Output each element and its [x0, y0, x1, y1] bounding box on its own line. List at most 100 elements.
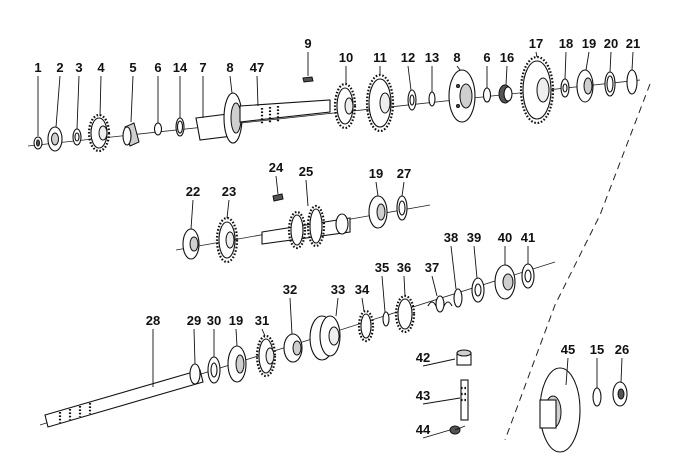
callout-44: 44 [416, 422, 431, 437]
part-22-bearing [182, 228, 200, 260]
callout-23: 23 [222, 184, 236, 199]
leader-line-37 [431, 275, 438, 297]
callout-42: 42 [416, 350, 430, 365]
callout-33: 33 [331, 282, 345, 297]
leader-line-31 [261, 328, 266, 337]
leader-line-8a [229, 75, 233, 94]
leader-line-3 [76, 75, 80, 130]
part-17-gear [519, 55, 555, 125]
callout-45: 45 [561, 342, 575, 357]
part-28-shaft [44, 369, 204, 428]
callout-2: 2 [56, 60, 63, 75]
callout-4: 4 [97, 60, 105, 75]
part-38-washer [453, 288, 463, 308]
part-24-key [272, 193, 284, 202]
part-6-ring [153, 122, 163, 136]
part-37-spring [427, 295, 453, 313]
part-23-gear [215, 216, 239, 264]
part-29-washer [189, 363, 201, 385]
part-33-synchro-sleeve [309, 315, 341, 361]
leader-line-44 [422, 429, 451, 439]
part-25-cluster-gear [261, 204, 351, 250]
callout-19a: 19 [582, 36, 596, 51]
callout-6b: 6 [483, 50, 490, 65]
part-7-8-47-mainshaft [195, 92, 331, 144]
part-34-hub [357, 309, 375, 343]
part-13-ring [428, 91, 436, 107]
part-26-nut [612, 381, 628, 407]
callout-32: 32 [283, 282, 297, 297]
callout-27: 27 [397, 166, 411, 181]
leader-line-25 [305, 179, 309, 207]
leader-line-42 [422, 358, 456, 367]
leader-line-27 [401, 181, 405, 197]
part-14-circlip [175, 117, 185, 137]
callout-3: 3 [75, 60, 82, 75]
leader-line-20 [609, 51, 612, 73]
part-39-ring [471, 277, 485, 303]
part-5-sleeve [122, 122, 140, 147]
leader-line-21 [631, 51, 634, 71]
callout-47: 47 [250, 60, 264, 75]
callout-38: 38 [444, 230, 458, 245]
callout-11: 11 [373, 50, 387, 65]
callout-24: 24 [269, 160, 284, 175]
part-27-washer [396, 195, 408, 221]
leader-line-16 [505, 65, 508, 86]
part-1-nut [33, 136, 43, 150]
part-2-bearing [47, 126, 63, 152]
part-41-washer [521, 263, 535, 289]
leader-line-18 [564, 51, 567, 80]
callout-7: 7 [199, 60, 206, 75]
output-shaft-assembly [44, 263, 535, 428]
leader-line-19b [375, 181, 379, 197]
callout-31: 31 [255, 313, 269, 328]
part-44-screw [449, 425, 466, 435]
callout-14: 14 [173, 60, 188, 75]
callout-25: 25 [299, 164, 313, 179]
leader-line-24 [275, 175, 279, 195]
part-40-bearing [494, 264, 516, 300]
leader-line-17 [535, 51, 538, 58]
callout-41: 41 [521, 230, 535, 245]
part-19-bearing-b [368, 195, 388, 229]
leader-line-23 [226, 199, 230, 219]
part-19-bearing-a [576, 69, 594, 103]
callout-26: 26 [615, 342, 629, 357]
callout-16: 16 [500, 50, 514, 65]
leader-line-4 [99, 75, 102, 117]
callout-35: 35 [375, 260, 389, 275]
part-11-gear [365, 73, 395, 133]
part-30-ring [207, 356, 221, 384]
callout-20: 20 [604, 36, 618, 51]
speedometer-drive [449, 349, 472, 435]
leader-line-8b [456, 65, 461, 71]
leader-line-29 [193, 328, 196, 365]
leader-line-32 [289, 297, 293, 335]
callout-12: 12 [401, 50, 415, 65]
callout-43: 43 [416, 388, 430, 403]
leader-line-19a [585, 51, 590, 71]
part-6-ring-b [482, 87, 492, 103]
callout-19c: 19 [229, 313, 243, 328]
leader-line-47 [256, 75, 259, 107]
callout-21: 21 [626, 36, 640, 51]
callout-40: 40 [498, 230, 512, 245]
leader-line-33 [335, 297, 339, 317]
leader-line-34 [361, 297, 365, 312]
callout-9: 9 [304, 36, 311, 51]
callout-19b: 19 [369, 166, 383, 181]
callout-18: 18 [559, 36, 573, 51]
leader-line-36 [403, 275, 406, 297]
callout-39: 39 [467, 230, 481, 245]
part-36-gear [394, 294, 416, 334]
leader-line-35 [381, 275, 386, 313]
callout-5: 5 [129, 60, 136, 75]
callout-6a: 6 [154, 60, 161, 75]
part-42-bushing [456, 349, 472, 366]
input-shaft-assembly [33, 55, 638, 153]
leader-line-19c [235, 328, 238, 347]
callout-8a: 8 [226, 60, 233, 75]
part-32-sleeve [283, 333, 303, 363]
leader-line-43 [422, 397, 461, 405]
